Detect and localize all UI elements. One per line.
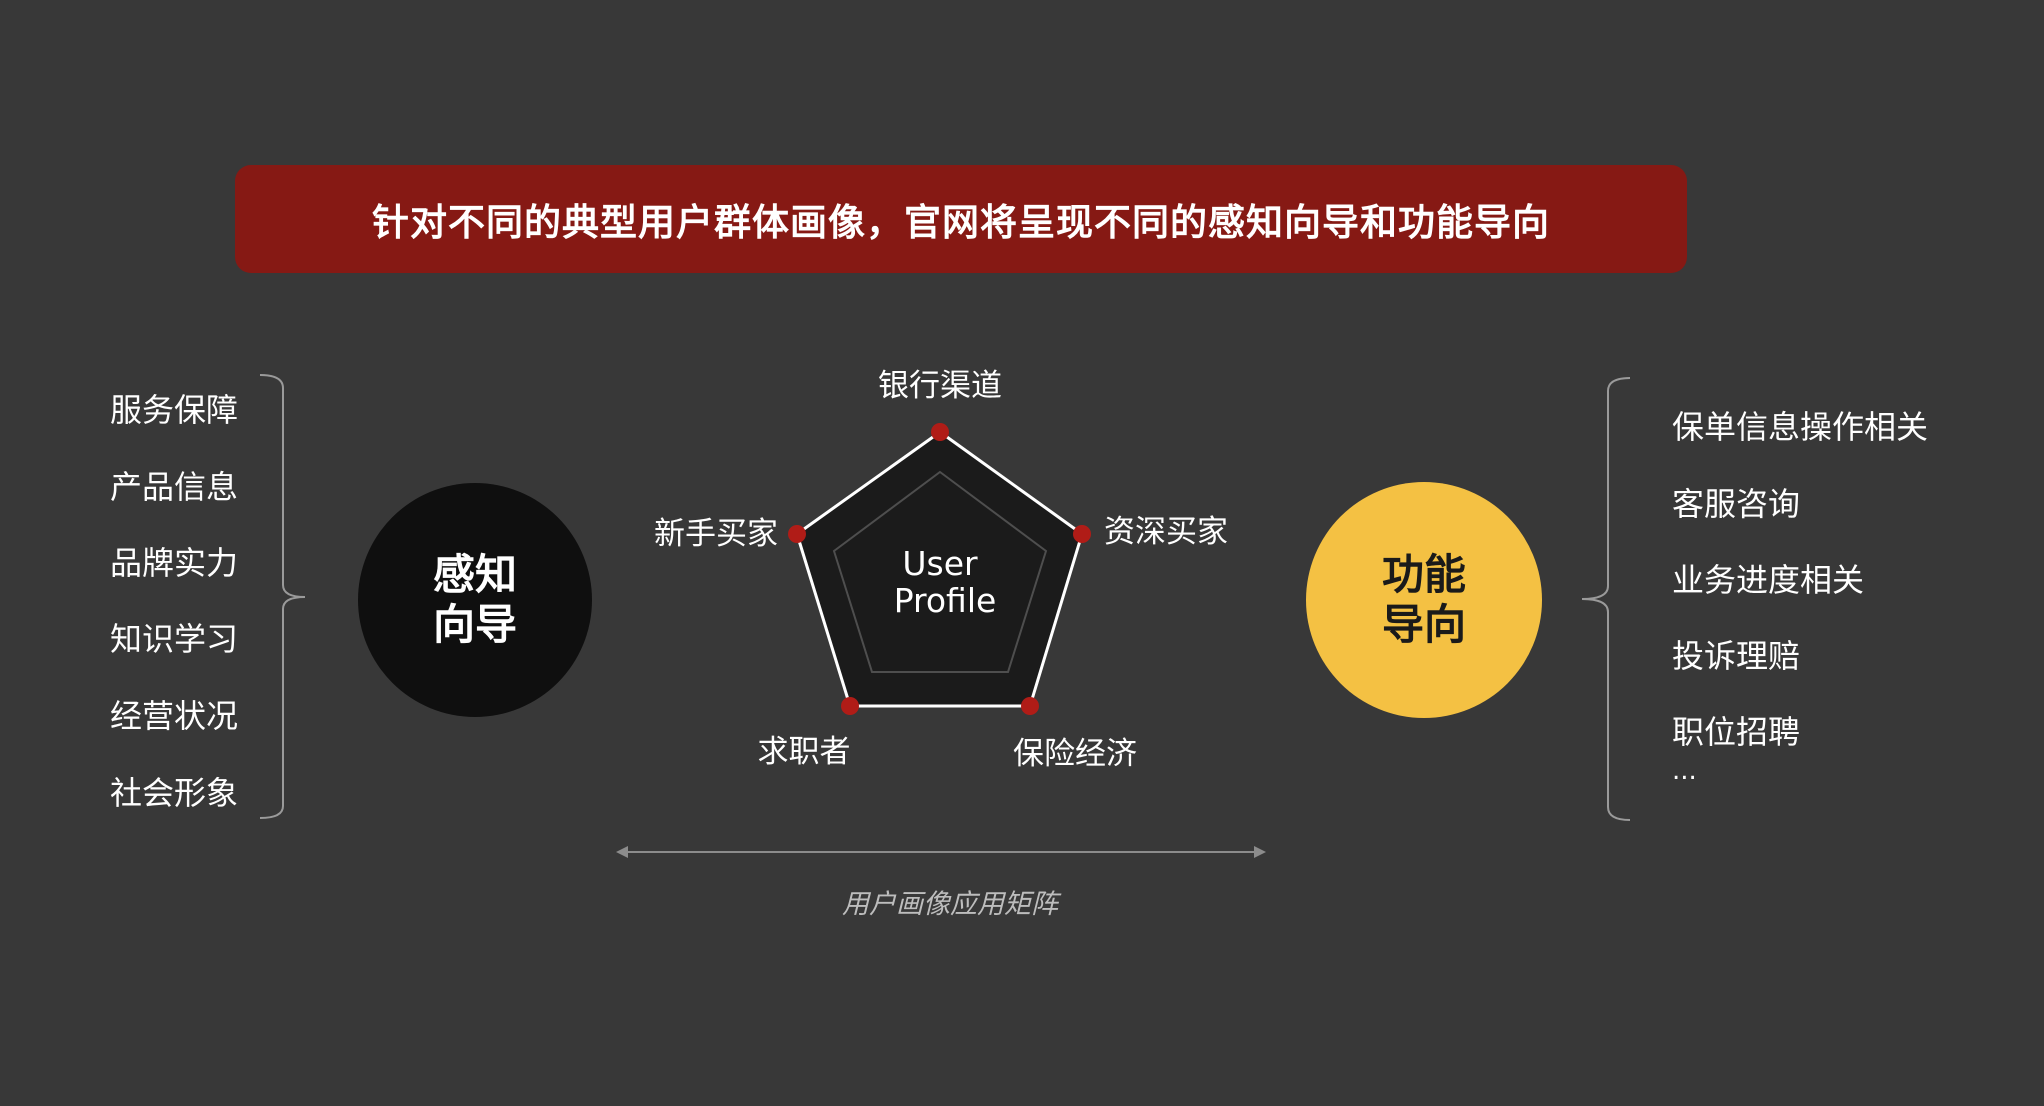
list-item: 保单信息操作相关 [1672,408,1929,446]
list-item: 经营状况 [110,697,239,735]
list-item: 职位招聘 [1672,713,1801,751]
vertex-label-insurance-economy: 保险经济 [1013,736,1137,772]
vertex-dot-left [788,525,806,543]
list-item: 社会形象 [110,774,239,812]
perception-guide-line1: 感知 [432,550,517,599]
vertex-label-job-seeker: 求职者 [758,734,851,770]
list-item: 业务进度相关 [1672,561,1865,599]
vertex-label-senior-buyer: 资深买家 [1104,514,1228,550]
list-item: 客服咨询 [1672,485,1801,523]
list-item: 服务保障 [110,391,239,429]
vertex-dot-right [1073,525,1091,543]
function-guide-line1: 功能 [1381,550,1466,599]
list-item: 产品信息 [110,468,239,506]
left-brace [259,374,306,819]
vertex-dot-bottom-right [1021,697,1039,715]
list-item: 投诉理赔 [1672,637,1801,675]
banner-title: 针对不同的典型用户群体画像，官网将呈现不同的感知向导和功能导向 [372,201,1550,244]
pentagon-inner [832,470,1048,673]
vertex-label-novice-buyer: 新手买家 [654,516,778,552]
perception-guide-circle: 感知 向导 [358,483,592,717]
function-guide-circle: 功能 导向 [1306,482,1542,718]
function-guide-line2: 导向 [1381,600,1466,649]
right-brace [1581,377,1631,821]
function-guide-label: 功能 导向 [1369,550,1479,650]
vertex-label-bank-channel: 银行渠道 [878,368,1002,404]
center-label-line2: Profile [894,581,997,620]
vertex-dot-top [931,423,949,441]
title-banner: 针对不同的典型用户群体画像，官网将呈现不同的感知向导和功能导向 [235,165,1687,273]
list-item: 知识学习 [110,620,239,658]
vertex-dot-bottom-left [841,697,859,715]
center-label-line1: User [902,544,978,583]
perception-guide-label: 感知 向导 [420,550,530,650]
perception-guide-line2: 向导 [432,600,517,649]
list-more: ... [1672,756,1697,786]
matrix-label: 用户画像应用矩阵 [842,889,1058,920]
list-item: 品牌实力 [110,544,239,582]
